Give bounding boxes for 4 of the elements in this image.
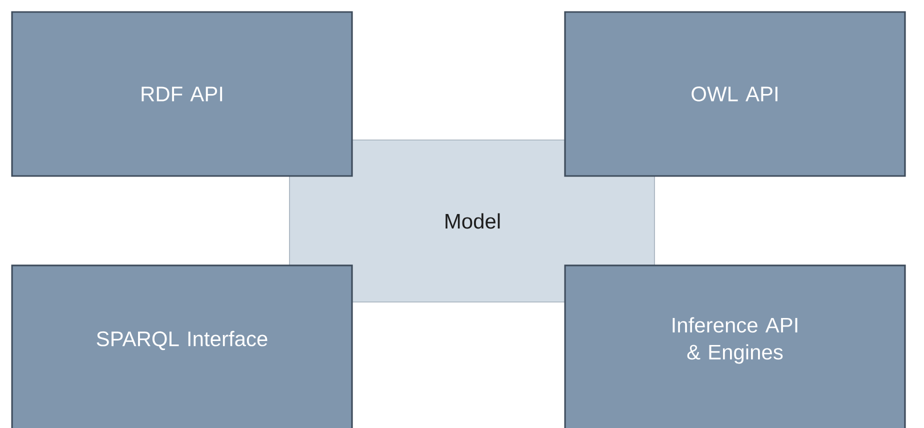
component-box: OWL API — [564, 11, 906, 177]
component-box: RDF API — [11, 11, 353, 177]
component-box: SPARQL Interface — [11, 264, 353, 428]
component-box: Inference API & Engines — [564, 264, 906, 428]
